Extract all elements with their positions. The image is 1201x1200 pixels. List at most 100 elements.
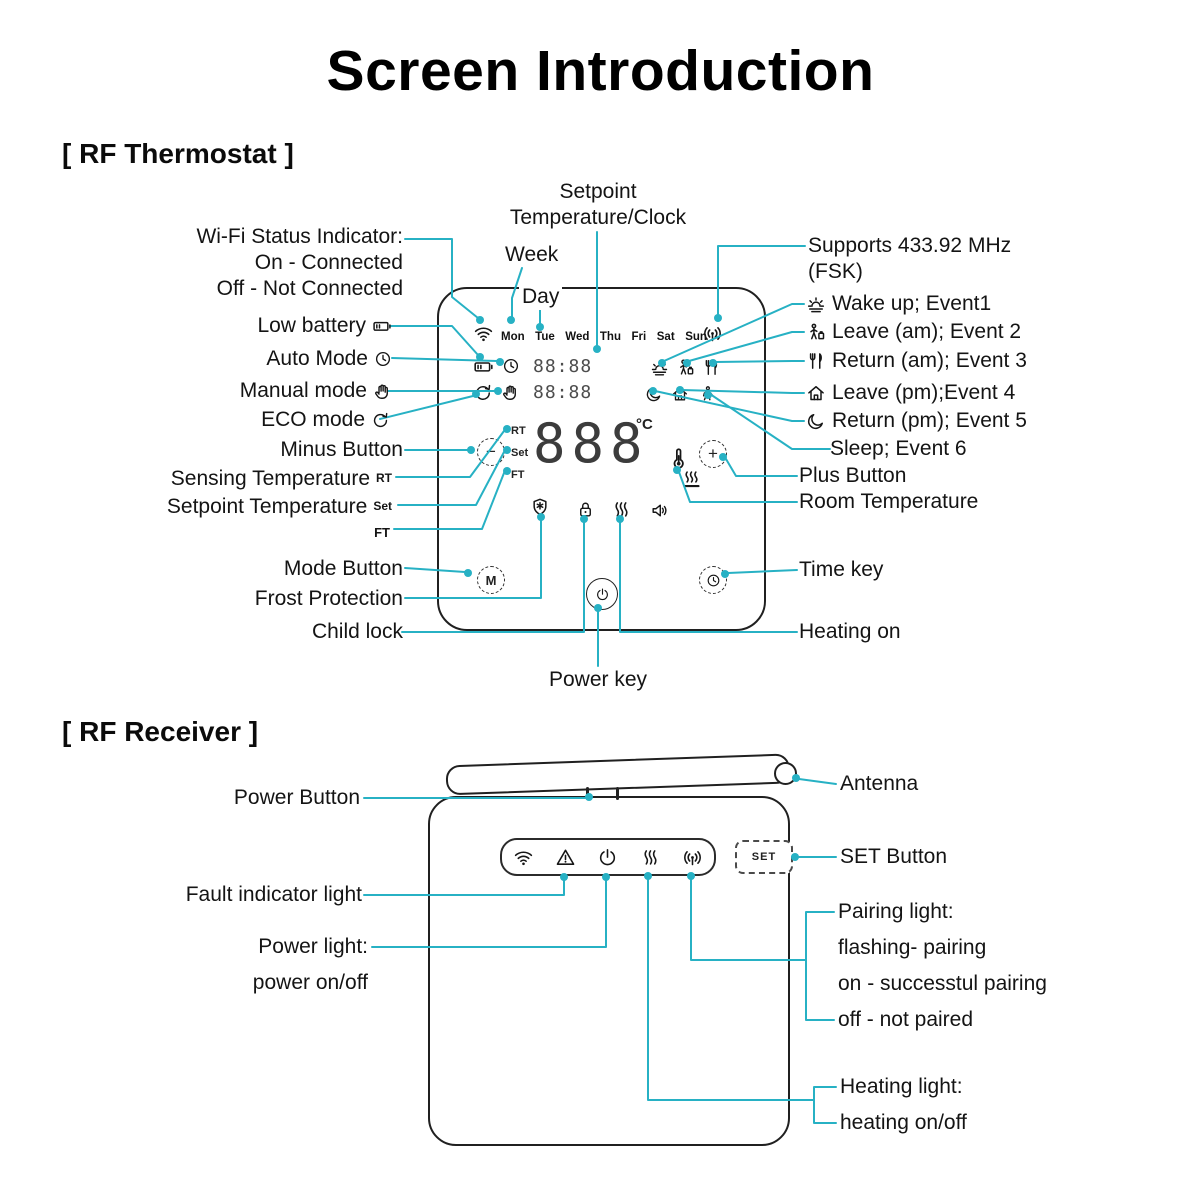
label-child-lock: Child lock <box>311 620 403 643</box>
indicator-panel <box>500 838 716 876</box>
shield-icon <box>530 497 550 517</box>
set-indicator: Set <box>511 447 529 459</box>
temperature-digits: 888 <box>533 412 649 475</box>
label-event-4-text: Leave (pm);Event 4 <box>832 381 1016 404</box>
label-eco-mode-text: ECO mode <box>261 408 365 431</box>
label-frost-protection: Frost Protection <box>254 587 403 610</box>
label-wifi-line1: Wi-Fi Status Indicator: <box>196 225 403 248</box>
person-icon-legend <box>806 322 826 342</box>
clock-digits: 88:88 <box>533 356 593 377</box>
mode-letter: M <box>485 572 497 588</box>
label-setpoint-line2: Temperature/Clock <box>509 206 687 229</box>
minus-glyph: − <box>486 442 496 461</box>
label-low-battery-text: Low battery <box>257 314 366 337</box>
label-sensing-temperature: Sensing Temperature RT <box>171 465 392 492</box>
label-pairing-line3: on - successtul pairing <box>838 972 1047 995</box>
label-event-3: Return (am); Event 3 <box>806 348 1027 374</box>
heating-light-icon <box>640 847 661 868</box>
plus-glyph: + <box>708 444 718 463</box>
label-set-button: SET Button <box>840 845 948 868</box>
label-power-light-line2: power on/off <box>252 971 368 994</box>
battery-icon <box>473 356 494 377</box>
section-title-receiver: [ RF Receiver ] <box>62 716 259 747</box>
label-auto-mode-text: Auto Mode <box>266 347 368 370</box>
label-setpoint-text: Setpoint Temperature <box>166 494 368 518</box>
label-manual-mode-text: Manual mode <box>239 379 367 402</box>
label-plus-button: Plus Button <box>799 464 907 487</box>
label-setpoint-line1: Setpoint <box>559 180 637 203</box>
weekday-sat: Sat <box>656 331 675 343</box>
label-pairing-line4: off - not paired <box>838 1008 974 1031</box>
clock-icon <box>502 357 520 375</box>
label-pairing-line2: flashing- pairing <box>838 936 987 959</box>
pairing-icon <box>682 847 703 868</box>
floor-heating-icon <box>681 469 702 490</box>
label-event-2-text: Leave (am); Event 2 <box>832 320 1022 343</box>
weekday-row: Mon Tue Wed Thu Fri Sat Sun <box>501 331 707 343</box>
time-key-button <box>699 566 727 594</box>
eco-icon <box>473 383 493 403</box>
section-title-thermostat: [ RF Thermostat ] <box>62 138 294 169</box>
set-button: SET <box>735 840 793 874</box>
label-event-1-text: Wake up; Event1 <box>832 292 992 315</box>
label-set-tag: Set <box>373 499 392 513</box>
sunrise-icon <box>650 358 669 377</box>
label-mode-button: Mode Button <box>283 557 403 580</box>
date-digits: 88:88 <box>533 382 593 403</box>
label-event-4: Leave (pm);Event 4 <box>806 380 1015 406</box>
hand-icon-legend <box>373 382 392 401</box>
label-minus-button: Minus Button <box>280 438 403 461</box>
plus-button: + <box>699 440 727 468</box>
label-wifi-status: Wi-Fi Status Indicator: On - Connected O… <box>196 224 403 302</box>
label-event-3-text: Return (am); Event 3 <box>832 349 1027 372</box>
weekday-wed: Wed <box>565 331 590 343</box>
label-heating-on: Heating on <box>799 620 901 643</box>
celsius-unit: °C <box>636 416 653 433</box>
label-ft-tag: FT <box>374 525 390 540</box>
moon-icon <box>645 385 663 403</box>
label-power-key: Power key <box>548 668 648 691</box>
wifi-indicator-icon <box>513 847 534 868</box>
label-day: Day <box>519 284 563 310</box>
hand-icon <box>501 383 520 402</box>
set-button-label: SET <box>751 851 777 863</box>
weekday-mon: Mon <box>501 331 525 343</box>
minus-button: − <box>477 438 505 466</box>
label-power-button: Power Button <box>233 786 360 809</box>
moon-icon-legend <box>806 411 826 431</box>
label-pairing-line1: Pairing light: <box>838 900 954 923</box>
label-pairing-light: Pairing light: flashing- pairing on - su… <box>838 894 1047 1038</box>
label-supports-line2: (FSK) <box>808 260 863 283</box>
label-event-5-text: Return (pm); Event 5 <box>832 409 1027 432</box>
wifi-icon <box>473 323 494 344</box>
page-title: Screen Introduction <box>326 39 875 103</box>
label-time-key: Time key <box>799 558 884 581</box>
label-low-battery: Low battery <box>257 313 392 339</box>
rf-signal-icon <box>702 323 723 344</box>
lock-icon <box>576 500 595 519</box>
label-power-light: Power light: power on/off <box>253 929 368 1001</box>
power-icon <box>595 587 610 602</box>
label-heating-light: Heating light: heating on/off <box>840 1069 967 1141</box>
label-heating-line1: Heating light: <box>840 1075 963 1098</box>
power-key-button <box>586 578 618 610</box>
walker-icon <box>698 385 716 403</box>
label-supports-fsk: Supports 433.92 MHz (FSK) <box>808 233 1011 285</box>
time-clock-icon <box>706 573 721 588</box>
eco-icon-legend <box>371 411 390 430</box>
label-event-1: Wake up; Event1 <box>806 291 991 317</box>
label-sensing-text: Sensing Temperature <box>170 466 370 490</box>
power-button-notch-2 <box>616 787 619 800</box>
label-supports-line1: Supports 433.92 MHz <box>808 234 1012 257</box>
person-icon <box>676 358 695 377</box>
rt-set-ft-indicators: RT Set FT <box>511 420 528 486</box>
label-eco-mode: ECO mode <box>261 407 390 433</box>
label-auto-mode: Auto Mode <box>266 346 392 372</box>
label-week: Week <box>505 243 559 266</box>
clock-icon-legend <box>374 350 392 368</box>
utensils-icon-legend <box>806 351 826 371</box>
weekday-tue: Tue <box>535 331 555 343</box>
rt-indicator: RT <box>511 425 526 437</box>
power-button-notch <box>586 787 589 800</box>
sunrise-icon-legend <box>806 294 826 314</box>
